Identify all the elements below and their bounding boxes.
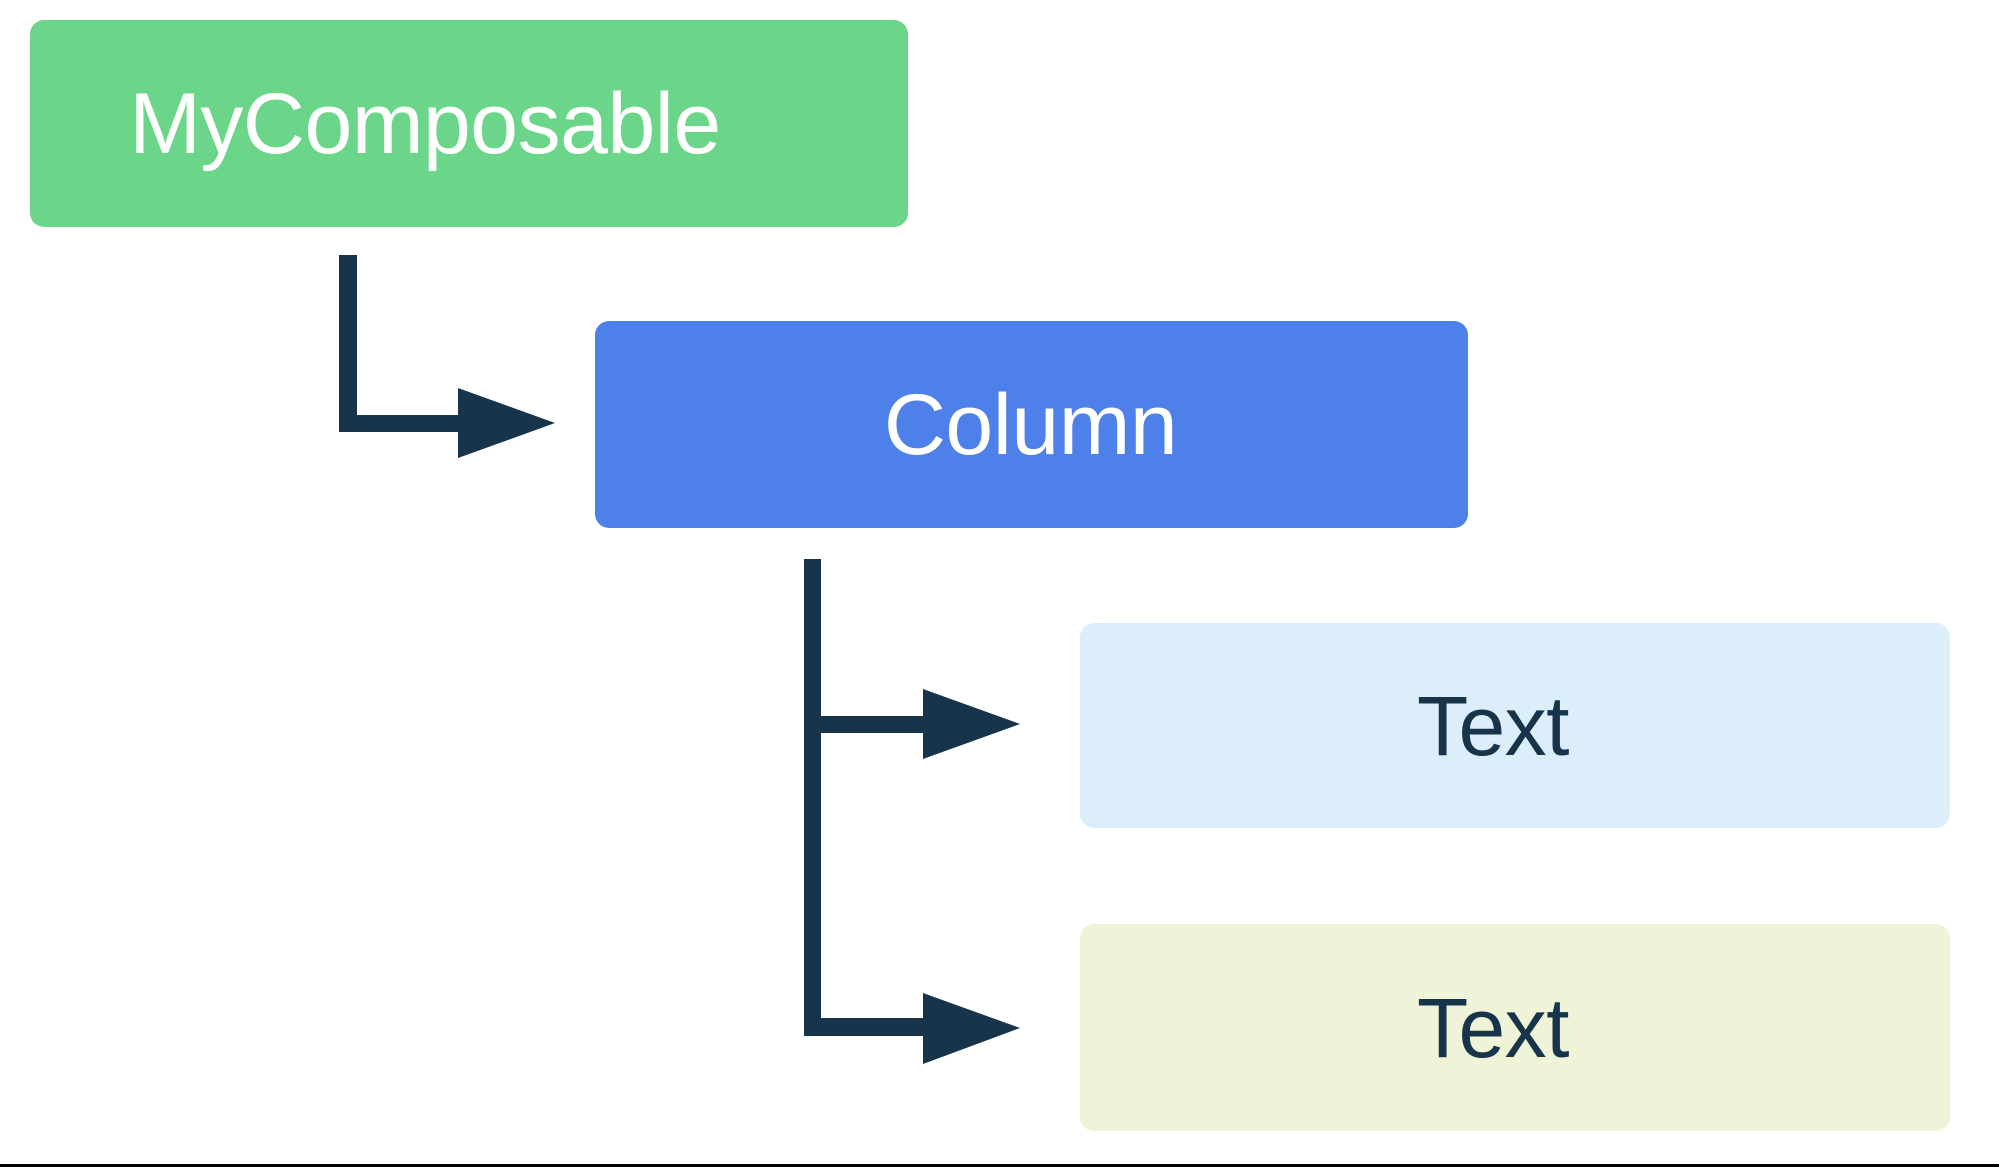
- node-label-mycomposable: MyComposable: [129, 75, 721, 172]
- edge-column-text-1: [804, 559, 1020, 1036]
- edge-column-text-2: [804, 993, 1020, 1064]
- node-column[interactable]: Column: [595, 321, 1468, 528]
- node-text-2[interactable]: Text: [1080, 924, 1950, 1131]
- node-label-text-2: Text: [1416, 980, 1570, 1075]
- bottom-divider: [0, 1164, 1999, 1167]
- node-label-column: Column: [883, 376, 1178, 473]
- node-label-text-1: Text: [1416, 678, 1570, 773]
- node-mycomposable[interactable]: MyComposable: [30, 20, 908, 227]
- edge-mycomposable-column: [339, 255, 555, 458]
- node-text-1[interactable]: Text: [1080, 623, 1950, 828]
